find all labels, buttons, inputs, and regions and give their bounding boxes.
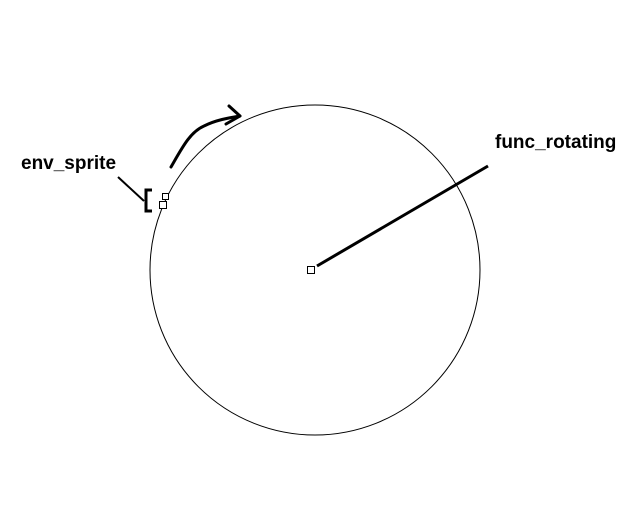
center-origin-marker xyxy=(307,266,315,274)
rotation-arrow-head-icon xyxy=(224,104,242,126)
env-sprite-pointer-line xyxy=(117,176,145,202)
rotation-direction-arrow xyxy=(169,114,242,169)
func-rotating-label: func_rotating xyxy=(495,132,617,153)
env-sprite-marker xyxy=(162,193,169,200)
func-rotating-pointer-line xyxy=(316,164,489,268)
env-sprite-label: env_sprite xyxy=(21,153,117,174)
env-sprite-marker xyxy=(159,201,167,209)
rotation-circle xyxy=(149,104,481,436)
env-sprite-bracket xyxy=(144,188,152,213)
